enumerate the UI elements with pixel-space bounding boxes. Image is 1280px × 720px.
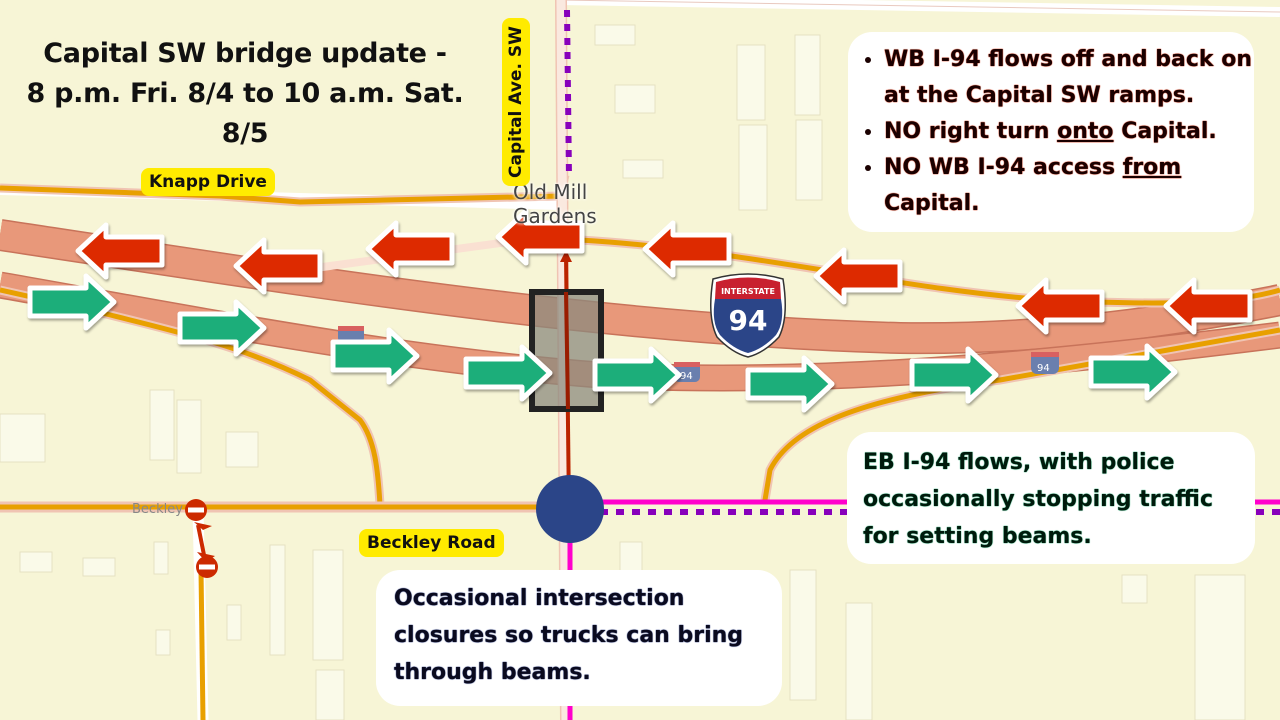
eb-info-box: EB I-94 flows, with police occasionally …: [847, 432, 1255, 564]
intersection-closure-dot: [536, 475, 604, 543]
intersection-info-box: Occasional intersection closures so truc…: [376, 570, 782, 706]
no-entry-icon: [196, 556, 218, 578]
title-line-2: 8 p.m. Fri. 8/4 to 10 a.m. Sat. 8/5: [26, 78, 464, 149]
wb-item: NO right turn onto Capital.: [884, 114, 1254, 150]
label-capital-ave: Capital Ave. SW: [502, 18, 530, 186]
poi-line-2: Gardens: [513, 204, 597, 228]
svg-text:INTERSTATE: INTERSTATE: [721, 287, 775, 296]
page-title: Capital SW bridge update - 8 p.m. Fri. 8…: [0, 34, 490, 154]
interstate-shield-icon: INTERSTATE 94: [710, 273, 786, 358]
arrow-left-icon: [816, 250, 900, 302]
label-beckley-road: Beckley Road: [359, 529, 504, 557]
no-entry-icon: [185, 499, 207, 521]
poi-old-mill-gardens: Old Mill Gardens: [513, 180, 597, 228]
wb-item: WB I-94 flows off and back on at the Cap…: [884, 42, 1254, 114]
arrow-right-icon: [595, 349, 679, 401]
buildings: [0, 24, 1246, 720]
arrow-left-icon: [368, 223, 452, 275]
svg-text:94: 94: [1037, 363, 1050, 374]
svg-text:94: 94: [729, 304, 768, 337]
arrow-left-icon: [645, 223, 729, 275]
title-line-1: Capital SW bridge update -: [43, 38, 447, 69]
wb-item: NO WB I-94 access from Capital.: [884, 150, 1254, 222]
wb-info-box: WB I-94 flows off and back on at the Cap…: [848, 32, 1254, 232]
label-knapp-drive: Knapp Drive: [141, 168, 275, 196]
svg-text:94: 94: [680, 371, 693, 382]
